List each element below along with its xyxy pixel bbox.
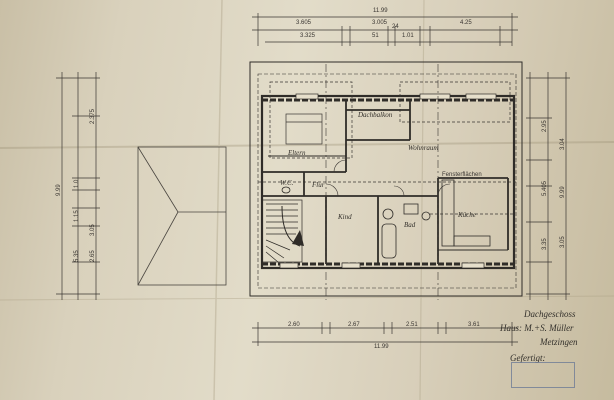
dim-right-5: 3.05 bbox=[560, 236, 566, 248]
dim-left-4: 2.375 bbox=[90, 108, 96, 124]
room-label-wc: W.C. bbox=[280, 179, 294, 187]
dim-right-3: 3.35 bbox=[542, 238, 548, 250]
dim-bottom-3: 2.51 bbox=[406, 322, 418, 328]
room-label-flur: Flur bbox=[312, 181, 325, 189]
approved-label: Gefertigt: bbox=[510, 353, 546, 363]
door-swings bbox=[325, 159, 451, 197]
room-label-bad: Bad bbox=[404, 221, 416, 229]
dim-left-2: 1.15 bbox=[74, 210, 80, 222]
room-label-dachbalkon: Dachbalkon bbox=[358, 111, 393, 119]
dim-left-5: 2.65 bbox=[90, 250, 96, 262]
dim-right-4: 3.04 bbox=[560, 138, 566, 150]
dim-right-2: 5.405 bbox=[542, 180, 548, 196]
house-location: Metzingen bbox=[540, 337, 578, 347]
dim-top-6: 51 bbox=[372, 33, 379, 39]
left-dimension-lines bbox=[56, 72, 100, 300]
top-dimension-lines bbox=[252, 13, 518, 46]
roof-knee-dashed-lines bbox=[258, 81, 516, 215]
bathroom-fixtures bbox=[381, 203, 431, 259]
dim-left-total: 9.99 bbox=[56, 184, 62, 196]
dim-right-total: 9.99 bbox=[560, 186, 566, 198]
window-note: Fensterflächen bbox=[442, 172, 482, 178]
house-owner: Haus: M.+S. Müller bbox=[500, 323, 574, 333]
section-marks bbox=[325, 64, 439, 300]
dim-bottom-4: 3.61 bbox=[468, 322, 480, 328]
dim-bottom-total: 11.99 bbox=[374, 344, 389, 350]
dim-top-2: 3.005 bbox=[372, 20, 388, 26]
wc-fixture bbox=[281, 186, 291, 194]
dim-top-4: 4.25 bbox=[460, 20, 472, 26]
dim-top-3: 24 bbox=[392, 24, 399, 30]
dim-top-5: 3.325 bbox=[300, 33, 316, 39]
room-label-eltern: Eltern bbox=[288, 149, 306, 157]
kitchen-counter bbox=[441, 179, 491, 247]
dim-right-1: 2.95 bbox=[542, 120, 548, 132]
bottom-dimension-lines bbox=[252, 322, 518, 346]
dim-bottom-2: 2.67 bbox=[348, 322, 360, 328]
room-label-kueche: Küche bbox=[458, 211, 476, 219]
dim-left-1: 5.35 bbox=[74, 250, 80, 262]
drawing-title: Dachgeschoss bbox=[524, 309, 576, 319]
bed-eltern bbox=[285, 113, 323, 145]
staircase bbox=[261, 199, 304, 263]
adjacent-roof-outline bbox=[137, 146, 227, 286]
windows bbox=[279, 93, 497, 269]
room-label-kind: Kind bbox=[338, 213, 352, 221]
dim-top-7: 1.01 bbox=[402, 33, 414, 39]
architect-stamp bbox=[511, 362, 575, 388]
dim-left-6: 3.05 bbox=[90, 224, 96, 236]
dim-top-1: 3.605 bbox=[296, 20, 312, 26]
dim-top-total: 11.99 bbox=[373, 8, 388, 14]
dim-bottom-1: 2.60 bbox=[288, 322, 300, 328]
dim-left-3: 1.0 bbox=[74, 179, 80, 188]
right-dimension-lines bbox=[526, 72, 570, 300]
room-label-wohnraum: Wohnraum bbox=[408, 144, 439, 152]
